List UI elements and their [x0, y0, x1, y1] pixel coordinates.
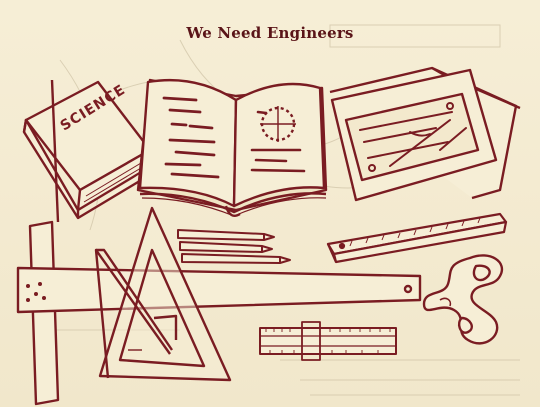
slide-rule-icon: [259, 321, 397, 361]
closed-science-book-icon: SCIENCE: [22, 80, 152, 220]
pencils-icon: [177, 229, 291, 264]
drawing-instrument-case-icon: [329, 66, 521, 202]
t-square-icon: [16, 79, 422, 406]
page-title: We Need Engineers: [186, 24, 354, 42]
triangular-scale-ruler-icon: [326, 212, 508, 264]
set-square-triangle-icon: [94, 206, 232, 382]
open-book-icon: [136, 78, 328, 217]
french-curve-icon: [422, 254, 504, 345]
